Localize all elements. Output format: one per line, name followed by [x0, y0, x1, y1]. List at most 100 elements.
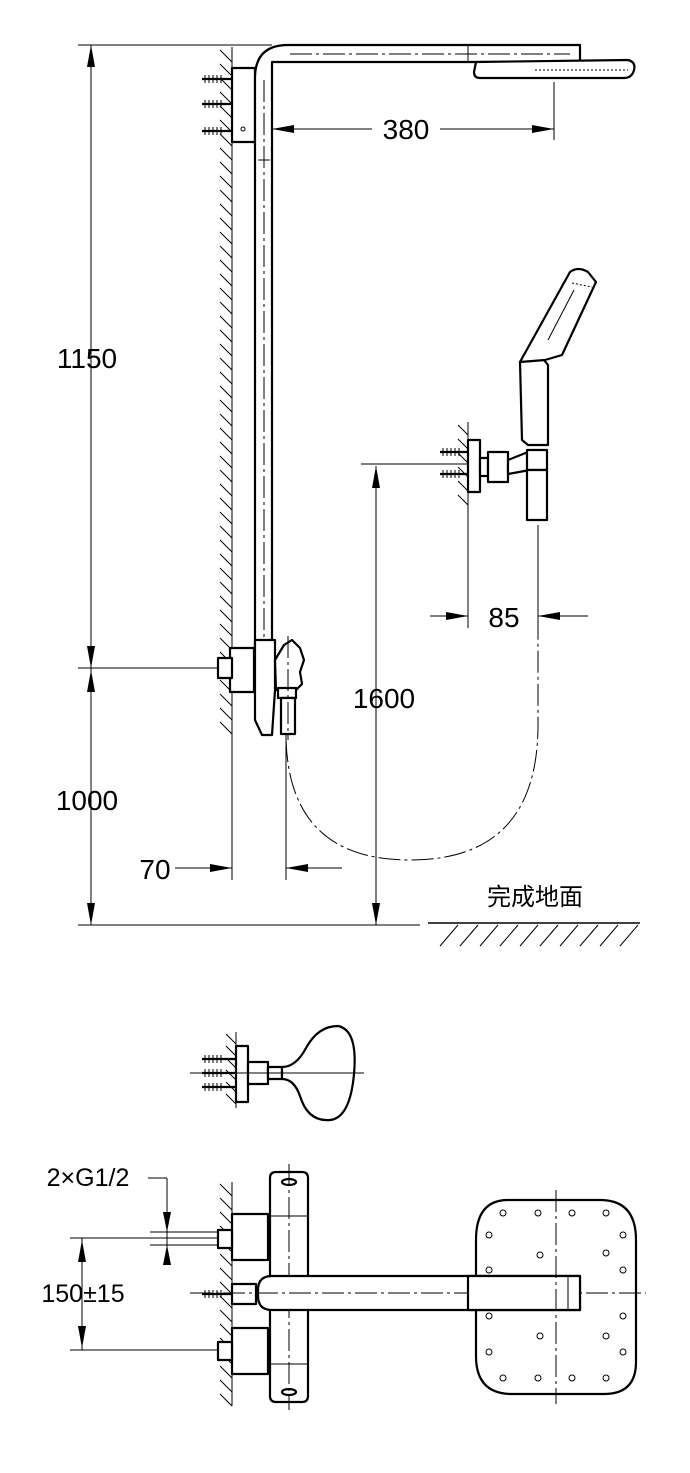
hatch-line [457, 452, 469, 464]
hatch-line [219, 399, 233, 413]
nozzle-dot [536, 1332, 544, 1340]
hatch-line [219, 133, 233, 147]
nozzle-dot [499, 1374, 507, 1382]
top-view-hand-holder [190, 1024, 364, 1122]
dim-inlet-thread: 2×G1/2 [47, 1164, 130, 1192]
floor-label: 完成地面 [487, 883, 583, 911]
finished-floor: 完成地面 [428, 883, 640, 947]
nozzle-dot [485, 1231, 493, 1239]
hatch-line [457, 466, 469, 478]
hatch-line [457, 494, 469, 506]
dim-mixer-offset: 70 [139, 854, 170, 885]
hatch-line [219, 105, 233, 119]
dim-head-projection: 380 [383, 114, 430, 145]
hatch-line [457, 438, 469, 450]
hatch-line [219, 1183, 233, 1197]
hatch-line [219, 147, 233, 161]
hatch-line [219, 553, 233, 567]
hatch-line [219, 511, 233, 525]
hatch-line [219, 721, 233, 735]
hatch-line [225, 1033, 237, 1045]
hand-shower-assembly [440, 267, 598, 522]
nozzle-dot [602, 1332, 610, 1340]
dim-inlet-spacing: 150±15 [41, 1280, 124, 1308]
hatch-line [219, 287, 233, 301]
dim-outlet-height: 1000 [56, 785, 118, 816]
wall-hatch [219, 47, 233, 735]
hatch-line [219, 343, 233, 357]
hatch-line [219, 161, 233, 175]
hatch-line [219, 91, 233, 105]
nozzle-dot [568, 1374, 576, 1382]
hatch-line [219, 203, 233, 217]
hatch-line [219, 609, 233, 623]
hatch-line [219, 707, 233, 721]
dimension-lines [87, 45, 588, 925]
hatch-line [225, 1093, 237, 1105]
wall-anchors-top [202, 75, 232, 135]
floor-hatch-line [619, 924, 639, 947]
hatch-line [219, 469, 233, 483]
front-view-mixer: 2×G1/2 150±15 [41, 1164, 646, 1410]
nozzle-dot [534, 1374, 542, 1382]
hatch-line [219, 595, 233, 609]
nozzle-dot [568, 1209, 576, 1217]
floor-hatch-line [579, 924, 599, 947]
hatch-line [457, 424, 469, 436]
hatch-line [225, 1069, 237, 1081]
nozzle-dot [485, 1348, 493, 1356]
hatch-line [219, 217, 233, 231]
dim-upper-height: 1150 [57, 343, 117, 374]
hatch-line [219, 1211, 233, 1225]
hatch-line [219, 441, 233, 455]
shower-column-side [202, 43, 636, 740]
hatch-line [457, 480, 469, 492]
hatch-line [219, 1253, 233, 1267]
nozzle-dot [534, 1209, 542, 1217]
nozzle-dot [602, 1249, 610, 1257]
hatch-line [219, 49, 233, 63]
hatch-line [219, 329, 233, 343]
hatch-line [219, 525, 233, 539]
nozzle-dot [619, 1348, 627, 1356]
hatch-line [219, 189, 233, 203]
hose-path [285, 540, 539, 861]
hatch-line [219, 623, 233, 637]
hatch-line [219, 427, 233, 441]
hatch-line [219, 1379, 233, 1393]
hatch-line [219, 1295, 233, 1309]
floor-hatch-line [519, 924, 539, 947]
hatch-line [219, 357, 233, 371]
floor-hatch-line [599, 924, 619, 947]
hatch-line [219, 175, 233, 189]
hatch-line [219, 1197, 233, 1211]
dim-hand-offset: 85 [488, 602, 519, 633]
hatch-line [219, 1281, 233, 1295]
hatch-line [219, 371, 233, 385]
floor-hatch-line [559, 924, 579, 947]
nozzle-dot [602, 1209, 610, 1217]
nozzle-dot [536, 1251, 544, 1259]
hatch-line [219, 693, 233, 707]
hatch-line [219, 1393, 233, 1407]
hatch-line [219, 273, 233, 287]
floor-hatch-line [439, 924, 459, 947]
floor-hatch-line [539, 924, 559, 947]
hatch-line [219, 483, 233, 497]
hatch-line [219, 567, 233, 581]
hatch-line [219, 497, 233, 511]
hatch-line [219, 539, 233, 553]
hatch-line [219, 301, 233, 315]
hatch-line [219, 581, 233, 595]
nozzle-dot [619, 1266, 627, 1274]
hatch-line [219, 63, 233, 77]
nozzle-dot [485, 1266, 493, 1274]
nozzle-dot [619, 1312, 627, 1320]
dim-hand-holder-height: 1600 [353, 683, 415, 714]
hatch-line [219, 1323, 233, 1337]
nozzle-dot [499, 1209, 507, 1217]
hatch-line [219, 385, 233, 399]
floor-hatch-line [459, 924, 479, 947]
hatch-line [219, 1365, 233, 1379]
